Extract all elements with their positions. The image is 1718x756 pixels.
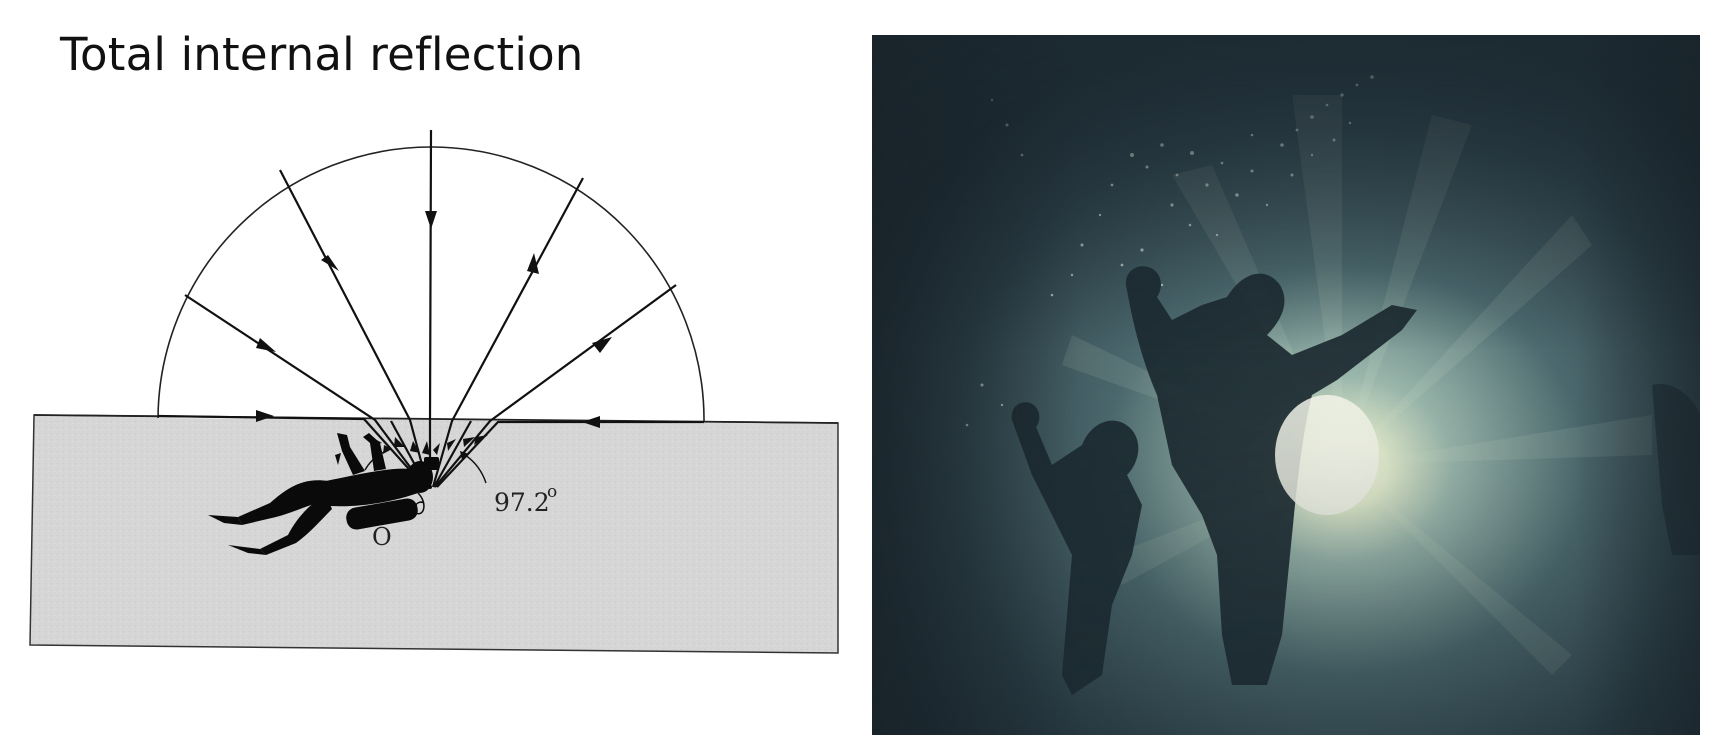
- arrow-grazing-left: [256, 410, 274, 422]
- arrow-water-8: [474, 435, 488, 445]
- ray-left-low: [184, 294, 426, 488]
- arrow-right-mid: [527, 253, 539, 274]
- observer-label-O: O: [372, 523, 392, 551]
- arrow-grazing-right: [582, 416, 600, 428]
- arrow-vertical: [425, 211, 437, 229]
- arrow-right-low: [592, 337, 612, 353]
- critical-angle-unit: o: [547, 482, 557, 502]
- angle-arc-right: [464, 454, 487, 484]
- arrow-water-2: [394, 437, 405, 447]
- slide-title: Total internal reflection: [60, 28, 584, 81]
- arrow-water-7: [463, 437, 475, 447]
- critical-angle-value: 97.2: [494, 488, 550, 517]
- ray-extra-2: [433, 420, 472, 488]
- underwater-photo: [872, 35, 1700, 735]
- ray-right-low: [434, 284, 677, 488]
- arrow-water-5: [433, 443, 440, 455]
- ray-grazing-right: [436, 420, 704, 488]
- arrow-water-6: [447, 439, 456, 451]
- ray-right-mid: [431, 177, 584, 488]
- arrow-water-3: [410, 441, 420, 453]
- ray-grazing-left: [157, 414, 426, 488]
- arrow-left-low: [256, 338, 276, 352]
- diver-silhouette: [208, 433, 439, 555]
- arrow-left-mid: [321, 255, 339, 271]
- ray-vertical: [428, 129, 433, 487]
- arrow-water-4: [422, 441, 430, 455]
- tir-diagram: 97.2 o: [20, 125, 860, 665]
